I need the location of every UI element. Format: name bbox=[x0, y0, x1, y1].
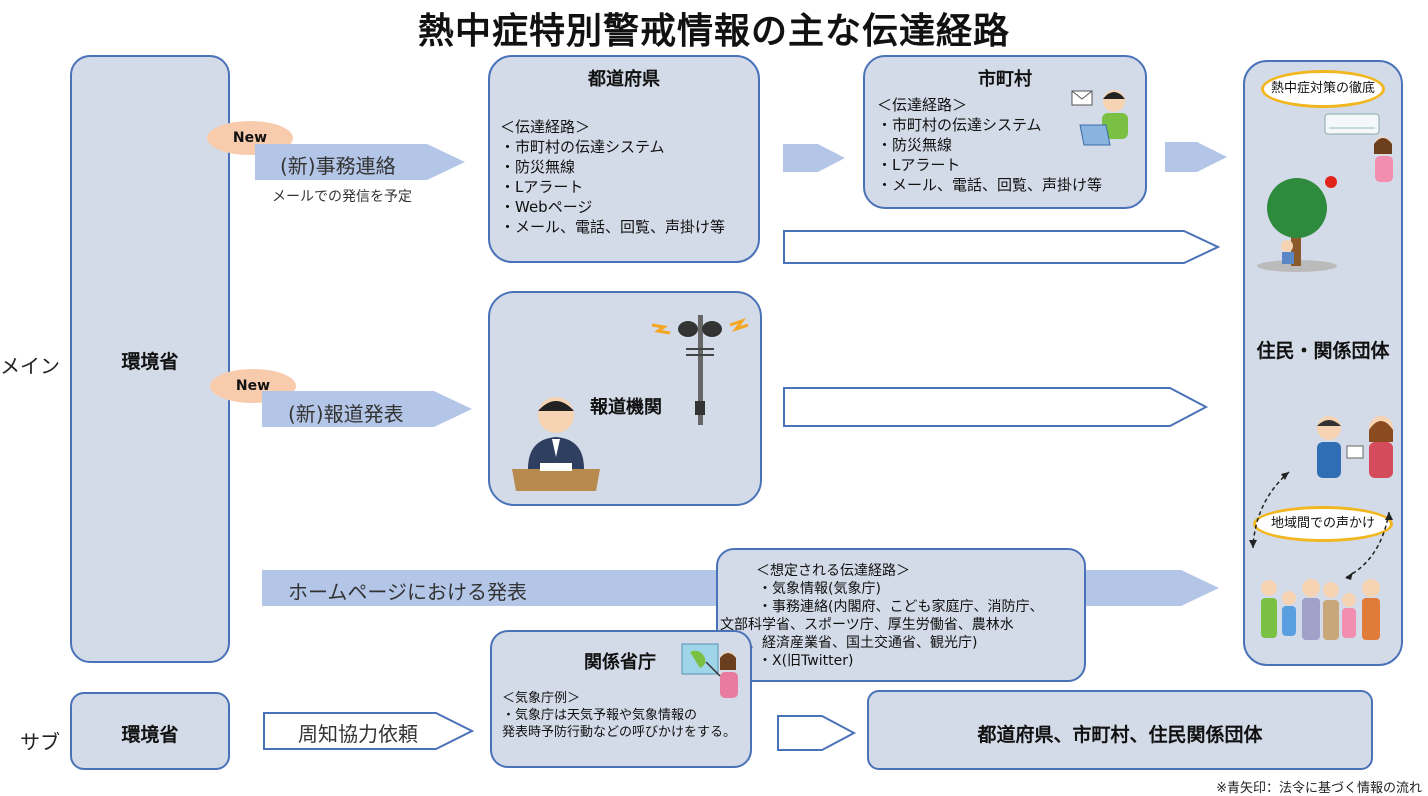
new-badge-jimu: New bbox=[207, 121, 293, 155]
media-box: 報道機関 bbox=[488, 291, 762, 506]
related-ministries-list: ＜気象庁例＞ ・気象庁は天気予報や気象情報の 発表時予防行動などの呼びかけをする… bbox=[502, 690, 736, 741]
list-item: ・メール、電話、回覧、声掛け等 bbox=[500, 218, 726, 236]
homepage-label: ホームページにおける発表 bbox=[288, 580, 527, 604]
exchange-arrows-icon bbox=[1249, 471, 1393, 580]
related-ministries-box: 関係省庁 ＜気象庁例＞ ・気象庁は天気予報や気象情報の 発表時予防行動などの呼び… bbox=[490, 630, 752, 768]
related-to-target-arrow bbox=[777, 715, 857, 751]
ministry-main-box: 環境省 bbox=[70, 55, 230, 663]
muni-to-residents-arrow bbox=[1165, 142, 1227, 172]
laptop-person-icon bbox=[1071, 90, 1128, 146]
assumed-routes-continued: 文部科学省、スポーツ庁、厚生労働省、農林水 産省、経済産業省、国土交通省、観光庁… bbox=[720, 616, 1014, 652]
list-item: ・防災無線 bbox=[500, 158, 576, 176]
list-item: ＜気象庁例＞ bbox=[502, 691, 581, 706]
loudspeaker-tower-icon bbox=[651, 315, 749, 425]
list-item: ・防災無線 bbox=[877, 136, 953, 154]
list-item: ＜伝達経路＞ bbox=[877, 96, 968, 114]
list-item: ＜想定される伝達経路＞ bbox=[756, 563, 910, 579]
list-item: ・Webページ bbox=[500, 198, 593, 216]
prefecture-title: 都道府県 bbox=[588, 69, 660, 90]
list-item: 産省、経済産業省、国土交通省、観光庁) bbox=[720, 635, 978, 651]
people-talking-icon bbox=[1317, 416, 1393, 478]
footnote: ※青矢印：法令に基づく情報の流れ bbox=[1216, 781, 1422, 796]
list-item: ・気象情報(気象庁) bbox=[758, 581, 881, 597]
new-badge-houdou: New bbox=[210, 369, 296, 403]
sub-target-box: 都道府県、市町村、住民関係団体 bbox=[867, 690, 1373, 770]
cooperation-arrow bbox=[263, 712, 475, 750]
heatstroke-measures-tag: 熱中症対策の徹底 bbox=[1261, 70, 1385, 108]
ministry-sub-label: 環境省 bbox=[121, 724, 179, 746]
list-item: ・事務連絡(内閣府、こども家庭庁、消防庁、 bbox=[758, 599, 1044, 615]
municipality-title: 市町村 bbox=[978, 69, 1032, 90]
list-item: ・気象庁は天気予報や気象情報の bbox=[502, 708, 698, 723]
prefecture-box: 都道府県 ＜伝達経路＞ ・市町村の伝達システム ・防災無線 ・Lアラート ・We… bbox=[488, 55, 760, 263]
houdou-label: (新)報道発表 bbox=[288, 402, 404, 426]
list-item: 発表時予防行動などの呼びかけをする。 bbox=[502, 725, 737, 740]
weather-presenter-icon bbox=[681, 643, 738, 698]
municipality-box: 市町村 ＜伝達経路＞ ・市町村の伝達システム ・防災無線 ・Lアラート ・メール… bbox=[863, 55, 1147, 209]
family-group-icon bbox=[1261, 579, 1380, 640]
houdou-arrow bbox=[262, 391, 472, 427]
pref-to-muni-arrow bbox=[783, 144, 845, 172]
media-to-residents-arrow bbox=[783, 387, 1209, 427]
main-route-label: メイン bbox=[0, 354, 60, 378]
community-call-tag: 地域間での声かけ bbox=[1253, 506, 1393, 542]
ministry-main-label: 環境省 bbox=[121, 351, 179, 373]
related-ministries-title: 関係省庁 bbox=[584, 652, 656, 673]
list-item: ・X(旧Twitter) bbox=[758, 653, 854, 669]
assumed-routes-box: ＜想定される伝達経路＞ ・気象情報(気象庁) ・事務連絡(内閣府、こども家庭庁、… bbox=[716, 548, 1086, 682]
list-item: ＜伝達経路＞ bbox=[500, 118, 591, 136]
assumed-routes-body: ・気象情報(気象庁) ・事務連絡(内閣府、こども家庭庁、消防庁、 bbox=[758, 580, 1043, 616]
residents-box: 熱中症対策の徹底 住民・関係団体 地域間での声かけ bbox=[1243, 60, 1403, 666]
assumed-routes-x: ・X(旧Twitter) bbox=[758, 652, 853, 670]
residents-title: 住民・関係団体 bbox=[1256, 340, 1390, 362]
list-item: ・Lアラート bbox=[500, 178, 584, 196]
list-item: 文部科学省、スポーツ庁、厚生労働省、農林水 bbox=[720, 617, 1014, 633]
ministry-sub-box: 環境省 bbox=[70, 692, 230, 770]
prefecture-route-list: ＜伝達経路＞ ・市町村の伝達システム ・防災無線 ・Lアラート ・Webページ … bbox=[500, 117, 725, 237]
tree-shade-icon bbox=[1257, 176, 1337, 272]
cooperation-label: 周知協力依頼 bbox=[298, 722, 418, 746]
assumed-routes-list: ＜想定される伝達経路＞ bbox=[756, 562, 910, 580]
media-title: 報道機関 bbox=[590, 397, 662, 418]
list-item: ・Lアラート bbox=[877, 156, 961, 174]
jimu-arrow bbox=[255, 144, 465, 180]
list-item: ・メール、電話、回覧、声掛け等 bbox=[877, 176, 1103, 194]
announcer-icon bbox=[512, 397, 600, 491]
pref-to-residents-arrow bbox=[783, 230, 1221, 264]
sub-route-label: サブ bbox=[20, 730, 60, 754]
jimu-note: メールでの発信を予定 bbox=[272, 189, 412, 205]
list-item: ・市町村の伝達システム bbox=[877, 116, 1042, 134]
jimu-label: (新)事務連絡 bbox=[280, 154, 396, 178]
page-title: 熱中症特別警戒情報の主な伝達経路 bbox=[417, 11, 1010, 52]
list-item: ・市町村の伝達システム bbox=[500, 138, 665, 156]
air-conditioner-icon bbox=[1324, 113, 1393, 182]
municipality-route-list: ＜伝達経路＞ ・市町村の伝達システム ・防災無線 ・Lアラート ・メール、電話、… bbox=[877, 95, 1102, 195]
sub-target-label: 都道府県、市町村、住民関係団体 bbox=[977, 724, 1263, 746]
